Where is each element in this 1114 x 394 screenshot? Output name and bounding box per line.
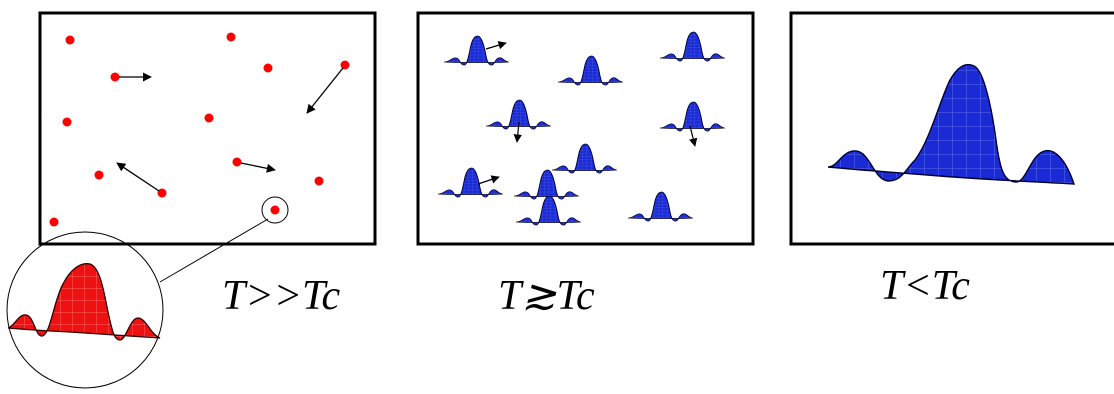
particle	[340, 60, 350, 70]
velocity-arrow	[116, 162, 160, 192]
panel-2-frame	[416, 11, 755, 246]
velocity-arrow	[240, 162, 276, 173]
blue-wavepacket	[513, 169, 580, 200]
particle	[270, 205, 280, 215]
particle	[110, 72, 120, 82]
blue-wavepacket	[443, 35, 510, 66]
panel-3-label: T<Tc	[880, 263, 970, 309]
particle	[263, 63, 273, 73]
blue-wavepacket	[659, 101, 726, 132]
panel-2-label: T≳Tc	[498, 273, 595, 319]
blue-wavepacket	[627, 191, 694, 222]
red-wavepacket-zoom	[7, 263, 161, 341]
panel-1-frame	[38, 11, 377, 246]
particle	[65, 35, 75, 45]
zoom-circle	[6, 231, 164, 389]
blue-wavepacket	[551, 143, 618, 174]
particle	[62, 117, 72, 127]
velocity-arrow	[485, 41, 507, 50]
panel-2-wavepackets	[437, 31, 726, 226]
velocity-arrow	[306, 67, 344, 114]
particle	[49, 217, 59, 227]
particle	[94, 170, 104, 180]
particle	[232, 157, 242, 167]
particle	[157, 188, 167, 198]
blue-wavepacket	[659, 31, 726, 62]
particle	[204, 113, 214, 123]
velocity-arrow	[689, 125, 698, 147]
velocity-arrow	[513, 121, 522, 143]
panel-1-label: T>>Tc	[222, 273, 341, 319]
zoom-connector-line	[159, 218, 269, 283]
blue-wavepacket	[557, 55, 624, 86]
panel-1-particles	[49, 32, 350, 227]
velocity-arrow	[477, 175, 500, 185]
panel-1-arrows	[116, 67, 344, 192]
particle	[226, 32, 236, 42]
particle	[314, 176, 324, 186]
blue-condensate-wavepacket	[827, 63, 1075, 185]
blue-wavepacket	[515, 195, 582, 226]
panel-2-arrows	[477, 41, 698, 185]
panel-3-frame	[789, 11, 1114, 246]
blue-wavepacket	[437, 167, 504, 198]
zoom-ring	[261, 196, 289, 224]
